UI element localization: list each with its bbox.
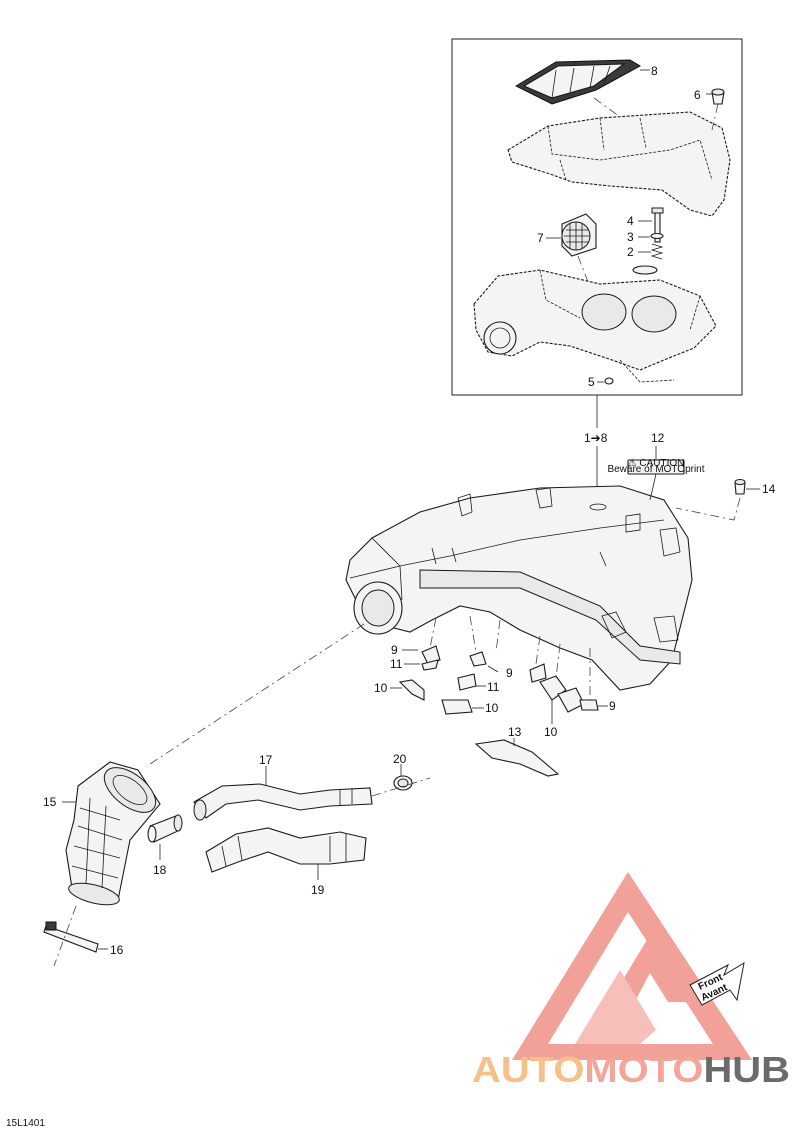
- callout-17: 17: [259, 753, 273, 767]
- part-3-washer: [650, 232, 664, 240]
- wordmark-moto: MOTO: [584, 1049, 703, 1090]
- part-7-air-filter: [561, 213, 597, 257]
- part-airbox-assembly: [345, 485, 693, 691]
- part-5-nut: [604, 377, 614, 385]
- part-17-vent-hose: [193, 783, 373, 821]
- callout-13: 13: [508, 725, 522, 739]
- callout-14: 14: [762, 482, 776, 496]
- part-11-clip-left: [421, 659, 439, 671]
- wordmark-auto: AUTO: [472, 1049, 584, 1090]
- part-15-intake-adaptor: [65, 761, 161, 906]
- callout-2: 2: [627, 245, 634, 259]
- callout-5: 5: [588, 375, 595, 389]
- callout-20: 20: [393, 752, 407, 766]
- part-18-fitting: [147, 814, 183, 843]
- callout-12: 12: [651, 431, 665, 445]
- part-9-clip-right-b: [579, 699, 599, 711]
- part-8-intake-grille: [514, 59, 642, 105]
- automotohub-logo: [512, 872, 752, 1060]
- callout-18: 18: [153, 863, 167, 877]
- callout-16: 16: [110, 943, 124, 957]
- callout-8: 8: [651, 64, 658, 78]
- callout-9-left: 9: [391, 643, 398, 657]
- part-13-heat-shield: [474, 739, 560, 777]
- part-9-clip-mid: [469, 651, 487, 667]
- part-10-bracket-mid: [441, 699, 473, 715]
- callout-9-right: 9: [609, 699, 616, 713]
- decal-body-text: Beware of MOTOprint: [607, 464, 704, 475]
- part-9-clip-right-a: [529, 663, 547, 683]
- callout-7: 7: [537, 231, 544, 245]
- callout-6: 6: [694, 88, 701, 102]
- part-16-clamp: [43, 921, 99, 953]
- callout-4: 4: [627, 214, 634, 228]
- callout-10-mid: 10: [485, 701, 499, 715]
- part-airbox-upper-cover: [507, 111, 731, 217]
- part-2-spring: [650, 243, 664, 260]
- part-6-plug: [711, 88, 725, 105]
- part-14-plug: [734, 479, 746, 495]
- diagram-reference-code: 15L1401: [6, 1118, 45, 1129]
- callout-10-right: 10: [544, 725, 558, 739]
- wordmark-hub: HUB: [703, 1049, 790, 1090]
- callout-9-mid: 9: [506, 666, 513, 680]
- front-direction-arrow: Front Avant: [689, 961, 745, 1006]
- callout-19: 19: [311, 883, 325, 897]
- callout-10-left: 10: [374, 681, 388, 695]
- callout-labels: 8 6 4 3 2 7 5 1➔8 12 14 9 11 10 9 11 10 …: [43, 64, 776, 957]
- callout-11-mid: 11: [487, 680, 500, 694]
- part-20-hose-clamp: [393, 775, 413, 791]
- callout-11-left: 11: [390, 657, 403, 671]
- part-2-grommet: [632, 265, 658, 275]
- part-11-clip-mid: [457, 673, 477, 691]
- part-9-clip-left: [421, 645, 441, 665]
- part-10-bracket-left: [398, 679, 425, 701]
- part-airbox-lower-housing: [473, 269, 717, 383]
- callout-15: 15: [43, 795, 57, 809]
- callout-3: 3: [627, 230, 634, 244]
- part-19-drain-hose: [205, 827, 367, 873]
- part-12-warning-decal: ⚠ CAUTION Beware of MOTOprint: [607, 458, 704, 475]
- part-4-bolt: [651, 207, 664, 243]
- decal-caution-text: ⚠ CAUTION: [628, 458, 685, 469]
- assembly-range-label: 1➔8: [584, 431, 608, 445]
